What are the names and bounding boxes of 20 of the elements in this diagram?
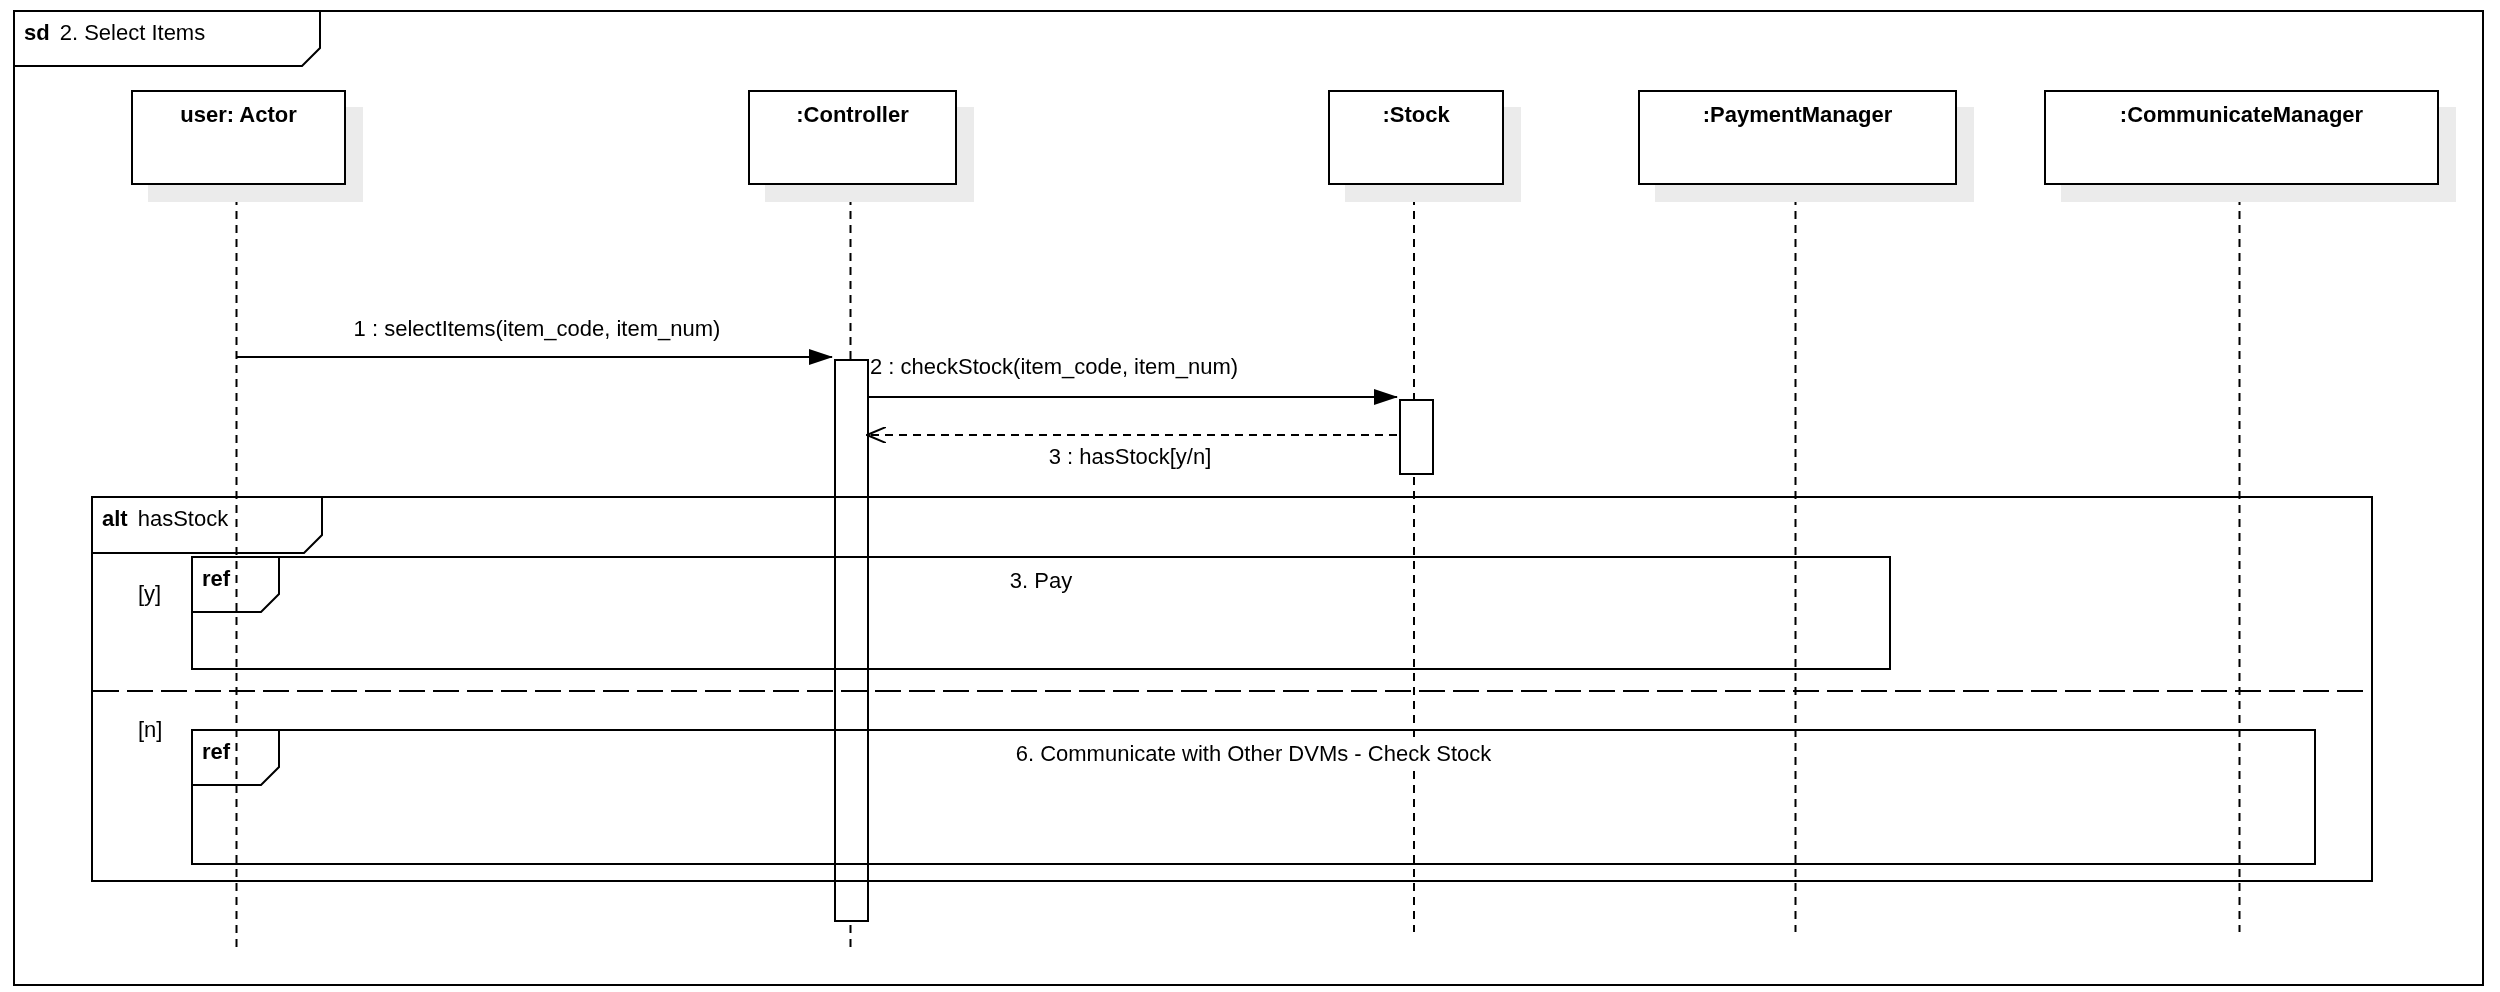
frame-title: 2. Select Items — [59, 22, 206, 44]
guard-condition: [y] — [138, 583, 162, 605]
message-arrow — [235, 349, 833, 365]
message-label: 3 : hasStock[y/n] — [1048, 446, 1212, 468]
frame-keyword: sd — [24, 22, 50, 44]
combined-fragment — [91, 496, 2373, 882]
guard-condition: [n] — [138, 719, 163, 741]
frame-keyword: ref — [202, 741, 231, 763]
frame-keyword: ref — [202, 568, 231, 590]
ref-frame — [191, 729, 2316, 865]
activation-bar — [834, 359, 869, 922]
message-arrow — [866, 389, 1398, 405]
frame-title: hasStock — [137, 508, 229, 530]
combined-fragment — [13, 10, 2484, 986]
activation-bar — [1399, 399, 1434, 475]
message-arrow — [866, 426, 1398, 444]
ref-frame — [191, 556, 1891, 670]
message-label: 2 : checkStock(item_code, item_num) — [870, 356, 1239, 378]
frame-keyword: alt — [102, 508, 128, 530]
message-label: 1 : selectItems(item_code, item_num) — [353, 318, 721, 340]
